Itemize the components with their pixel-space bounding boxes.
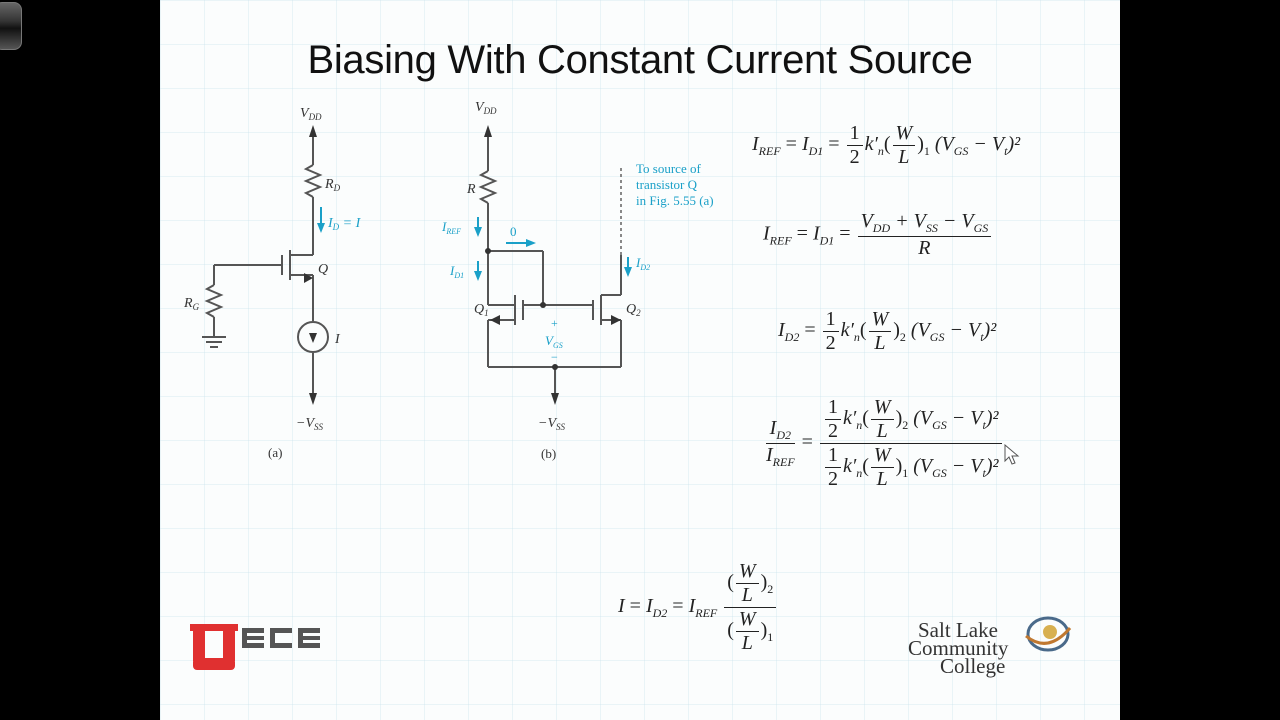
svg-text:R: R [466,182,476,197]
svg-text:Q1: Q1 [474,302,489,318]
window-corner-button[interactable] [0,2,22,50]
svg-text:IREF: IREF [441,219,461,236]
svg-text:ID2: ID2 [635,255,650,272]
svg-text:RG: RG [183,296,200,312]
svg-text:(b): (b) [541,446,556,461]
slcc-globe-icon [1025,616,1072,652]
svg-text:ID1: ID1 [449,263,464,280]
svg-text:Q: Q [318,262,328,277]
svg-text:transistor Q: transistor Q [636,177,698,192]
slide-title: Biasing With Constant Current Source [307,38,973,82]
slide: Biasing With Constant Current Source [160,0,1120,720]
svg-text:−VSS: −VSS [296,416,324,432]
svg-text:ID = I: ID = I [327,216,362,232]
svg-text:VDD: VDD [300,106,322,122]
svg-text:−: − [551,350,558,364]
svg-text:+: + [551,316,558,330]
svg-text:0: 0 [510,224,517,239]
slcc-logo: Salt Lake Community College [908,612,1078,682]
svg-text:Q2: Q2 [626,302,641,318]
circuit-b-diagram: VDD R IREF 0 ID1 ID2 Q1 Q2 + VGS − −VSS … [441,100,714,461]
svg-text:I: I [334,332,341,347]
circuit-a-diagram: VDD RD ID = I Q RG I −VSS (a) [183,106,362,460]
u-ece-logo [190,624,320,670]
svg-text:in Fig. 5.55 (a): in Fig. 5.55 (a) [636,193,714,208]
svg-text:VDD: VDD [475,100,497,116]
svg-text:(a): (a) [268,445,282,460]
svg-text:VGS: VGS [545,333,563,350]
svg-text:−VSS: −VSS [538,416,566,432]
svg-text:RD: RD [324,177,341,193]
svg-text:To source of: To source of [636,161,701,176]
mouse-pointer-icon [1004,444,1020,465]
